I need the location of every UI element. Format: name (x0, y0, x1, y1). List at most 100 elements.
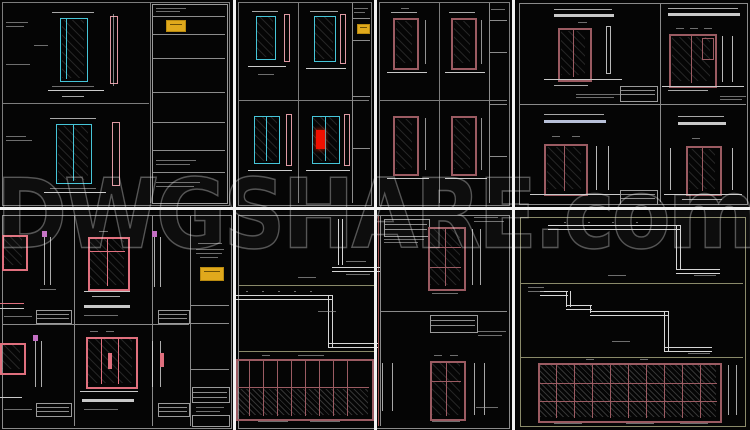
sheet-1-canvas (0, 0, 233, 207)
note-text (576, 94, 620, 95)
curtain-wall-plan-run (590, 305, 591, 313)
schedule-row (159, 314, 187, 315)
glazing-hatch (396, 119, 412, 169)
title-block-box (192, 415, 230, 427)
title-block-divider (352, 3, 353, 203)
sheet-door-details-sheet-1[interactable] (0, 0, 233, 207)
title-block-row (490, 20, 507, 21)
door-leaf-elevation (256, 16, 276, 60)
jamb-section (606, 26, 611, 74)
curtain-wall-grid-elevation (428, 227, 466, 291)
schedule-row (431, 320, 475, 321)
schedule-table (620, 190, 658, 205)
dimension-text (668, 8, 738, 9)
schedule-table (158, 310, 190, 324)
sheet-window-grid-sheet[interactable] (377, 0, 512, 207)
title-block-text (196, 407, 224, 408)
dimension-text (432, 293, 458, 294)
jamb-line (481, 118, 482, 170)
viewport-divider (3, 324, 189, 325)
sheet-7-canvas (516, 211, 750, 430)
title-block-row (153, 92, 225, 93)
jamb-line (480, 229, 481, 285)
elevation-marker (640, 359, 648, 360)
mullion (646, 364, 647, 418)
mullion (263, 360, 264, 416)
note-text (6, 140, 32, 141)
section-marker (33, 335, 38, 341)
jamb-line (736, 365, 737, 415)
viewport-divider (150, 3, 151, 203)
title-block-text (156, 186, 194, 187)
title-block-text (196, 249, 224, 250)
note-text (4, 409, 32, 410)
viewport-divider (660, 4, 661, 202)
transom (89, 251, 125, 252)
grid-tick (294, 291, 296, 292)
grid-tick (564, 222, 566, 223)
drawing-border (379, 2, 510, 206)
base-line (544, 79, 622, 80)
elevation-marker (690, 28, 698, 29)
mullion (333, 360, 334, 416)
dimension-text (310, 421, 340, 422)
window-elevation (88, 237, 130, 291)
schedule-row (37, 411, 69, 412)
meeting-stile (101, 338, 102, 384)
mullion (305, 360, 306, 416)
curtain-wall-plan-run (664, 311, 665, 351)
dimension-text (476, 407, 498, 408)
title-block-text (354, 12, 365, 13)
note-text (84, 409, 118, 410)
curtain-wall-plan-run (676, 225, 677, 269)
sheet-window-schedule-sheet[interactable] (0, 211, 233, 430)
title-block-text (156, 11, 180, 12)
leader-text (34, 45, 48, 46)
meeting-stile (564, 145, 565, 191)
section-marker (42, 231, 47, 237)
elevation-marker (262, 355, 270, 356)
mullion (682, 364, 683, 418)
dimension-text (680, 423, 708, 424)
jamb-line (382, 363, 383, 411)
head-section-plan (678, 122, 726, 125)
glazed-door-elevation (686, 146, 722, 196)
curtain-wall-plan-run (328, 347, 378, 348)
curtain-wall-plan-run (676, 269, 720, 270)
jamb-line (41, 341, 42, 387)
dimension-text (688, 353, 710, 354)
company-logo (166, 20, 186, 32)
grid-tick (588, 222, 590, 223)
note-text (84, 315, 118, 316)
view-label (298, 277, 316, 278)
viewport-divider (239, 100, 369, 101)
title-block-text (196, 253, 222, 254)
mullion-section (160, 353, 164, 367)
threshold-line (445, 72, 485, 73)
setting-out-plan-leg (338, 219, 339, 265)
jamb-line (392, 363, 393, 411)
jamb-line (481, 20, 482, 64)
jamb-line (728, 365, 729, 415)
drawing-border (520, 217, 746, 427)
curtain-wall-plan-run (328, 343, 378, 344)
title-block-row (490, 104, 507, 105)
sheet-glazed-door-sheet[interactable] (516, 0, 750, 207)
threshold-line (445, 178, 487, 179)
title-block-row (191, 323, 229, 324)
sheet-curtain-wall-elevation-sheet[interactable] (516, 211, 750, 430)
schedule-row (37, 318, 69, 319)
glazing-hatch (238, 389, 368, 415)
viewport-divider (520, 104, 746, 105)
meeting-stile (691, 35, 692, 83)
dimension-text (668, 90, 708, 91)
schedule-row (159, 411, 187, 412)
jamb-line (44, 237, 45, 285)
threshold-line (306, 170, 350, 171)
selected-entity-highlight[interactable] (316, 130, 325, 149)
glazing-hatch (315, 17, 333, 59)
dimension-text (40, 289, 56, 290)
sheet-door-details-sheet-2[interactable] (236, 0, 374, 207)
note-text (720, 99, 742, 100)
title-block-divider (190, 216, 191, 426)
